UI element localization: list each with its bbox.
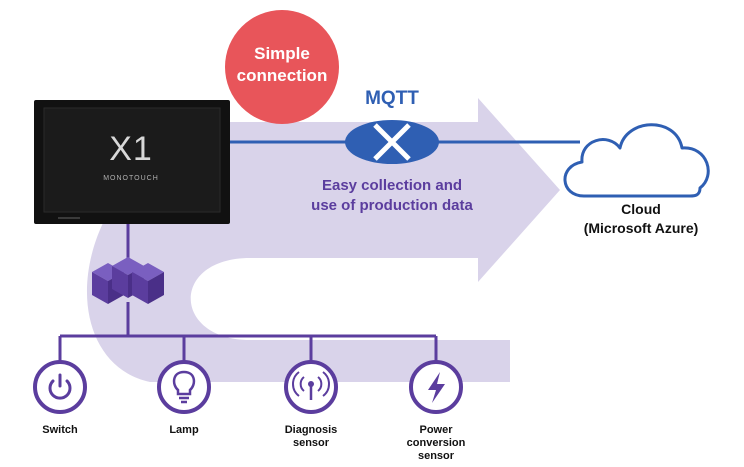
switch-device: [33, 360, 87, 414]
hmi-brand: MONOTOUCH: [103, 175, 159, 182]
mqtt-node: [345, 120, 439, 164]
bubble-line-1: Simple: [254, 44, 310, 63]
simple-connection-label: Simple connection: [226, 43, 338, 87]
device-label-line: Lamp: [169, 424, 199, 436]
device-label-line: sensor: [292, 437, 330, 449]
bulb-icon: [172, 370, 196, 404]
power-conversion-sensor-device: [409, 360, 463, 414]
cloud-line-1: Cloud: [621, 201, 661, 217]
device-label-power-conversion: Power conversion sensor: [391, 424, 481, 463]
device-label-switch: Switch: [20, 424, 100, 437]
device-label-line: Power: [419, 424, 453, 436]
device-label-diagnosis: Diagnosis sensor: [266, 424, 356, 450]
cloud-icon: [563, 123, 710, 198]
network-hub-icon: [92, 257, 164, 304]
device-label-line: Switch: [42, 424, 78, 436]
cloud-label: Cloud (Microsoft Azure): [556, 200, 726, 238]
hmi-title: X1: [109, 130, 153, 168]
device-label-line: conversion: [406, 437, 466, 449]
device-label-line: sensor: [417, 450, 455, 462]
hmi-device: [34, 100, 230, 224]
mqtt-label: MQTT: [365, 88, 419, 109]
lamp-device: [157, 360, 211, 414]
cloud-line-2: (Microsoft Azure): [583, 220, 699, 236]
diagnosis-sensor-device: [284, 360, 338, 414]
broadcast-icon: [292, 371, 330, 400]
bolt-icon: [428, 372, 445, 403]
power-icon: [48, 373, 72, 400]
simple-connection-bubble: [225, 10, 339, 124]
flow-line-1: Easy collection and: [321, 177, 463, 194]
flow-line-2: use of production data: [311, 197, 473, 214]
device-label-lamp: Lamp: [144, 424, 224, 437]
bubble-line-2: connection: [236, 66, 328, 85]
flow-label: Easy collection and use of production da…: [286, 176, 498, 216]
device-label-line: Diagnosis: [284, 424, 338, 436]
